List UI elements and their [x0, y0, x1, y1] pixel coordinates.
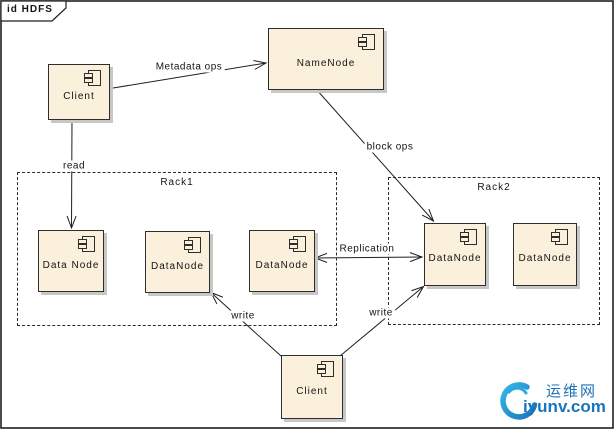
uml-component-icon — [317, 361, 334, 377]
component-namenode-label: NameNode — [296, 57, 356, 69]
watermark-site-name: 运维网 — [546, 383, 598, 400]
edge-metadata-ops-label: Metadata ops — [153, 61, 225, 73]
uml-component-icon — [84, 70, 101, 86]
rack1-boundary: Rack1 — [17, 172, 337, 326]
edge-write-left-line — [209, 291, 282, 357]
edge-metadata-ops-line — [109, 60, 268, 89]
component-rack2-datanode-1: DataNode — [424, 223, 486, 286]
uml-component-icon — [184, 237, 201, 253]
component-rack2-datanode-2-label: DataNode — [518, 253, 572, 264]
edge-block-ops-line — [315, 88, 435, 223]
edge-write-right-label: write — [367, 307, 395, 319]
edge-read-line — [66, 118, 77, 230]
component-rack1-datanode-3-label: DataNode — [255, 259, 309, 271]
component-client-bottom: Client — [281, 355, 343, 419]
watermark-site-url: iyunv.com — [523, 397, 606, 416]
component-namenode: NameNode — [268, 28, 384, 90]
uml-component-icon — [551, 229, 568, 245]
edge-read-label: read — [60, 160, 88, 172]
uml-component-icon — [460, 229, 477, 245]
uml-component-icon — [78, 236, 95, 252]
component-rack1-datanode-1: Data Node — [38, 230, 104, 292]
rack2-label: Rack2 — [474, 182, 514, 193]
diagram-title: id HDFS — [7, 4, 53, 15]
logo-swoosh-icon — [500, 382, 538, 420]
edge-block-ops-label: block ops — [364, 141, 416, 153]
component-rack1-datanode-2-label: DataNode — [150, 260, 205, 272]
component-client-top: Client — [48, 64, 110, 120]
component-rack1-datanode-1-label: Data Node — [42, 259, 100, 271]
edge-replication-line-left — [313, 252, 369, 263]
edge-replication-line-right — [367, 252, 424, 263]
component-client-bottom-label: Client — [296, 385, 328, 397]
component-rack2-datanode-1-label: DataNode — [428, 253, 482, 264]
edge-replication-label: Replication — [337, 243, 397, 255]
uml-component-icon — [289, 236, 306, 252]
edge-write-left-label: write — [229, 310, 257, 322]
watermark-logo: 运维网 iyunv.com — [490, 374, 614, 428]
edge-write-right-line — [339, 285, 425, 357]
component-rack1-datanode-2: DataNode — [145, 231, 210, 293]
uml-component-icon — [358, 34, 375, 50]
component-rack2-datanode-2: DataNode — [513, 223, 577, 286]
diagram-frame-tab — [0, 0, 67, 22]
component-client-top-label: Client — [63, 90, 95, 102]
rack1-label: Rack1 — [157, 177, 197, 188]
component-rack1-datanode-3: DataNode — [249, 230, 315, 292]
